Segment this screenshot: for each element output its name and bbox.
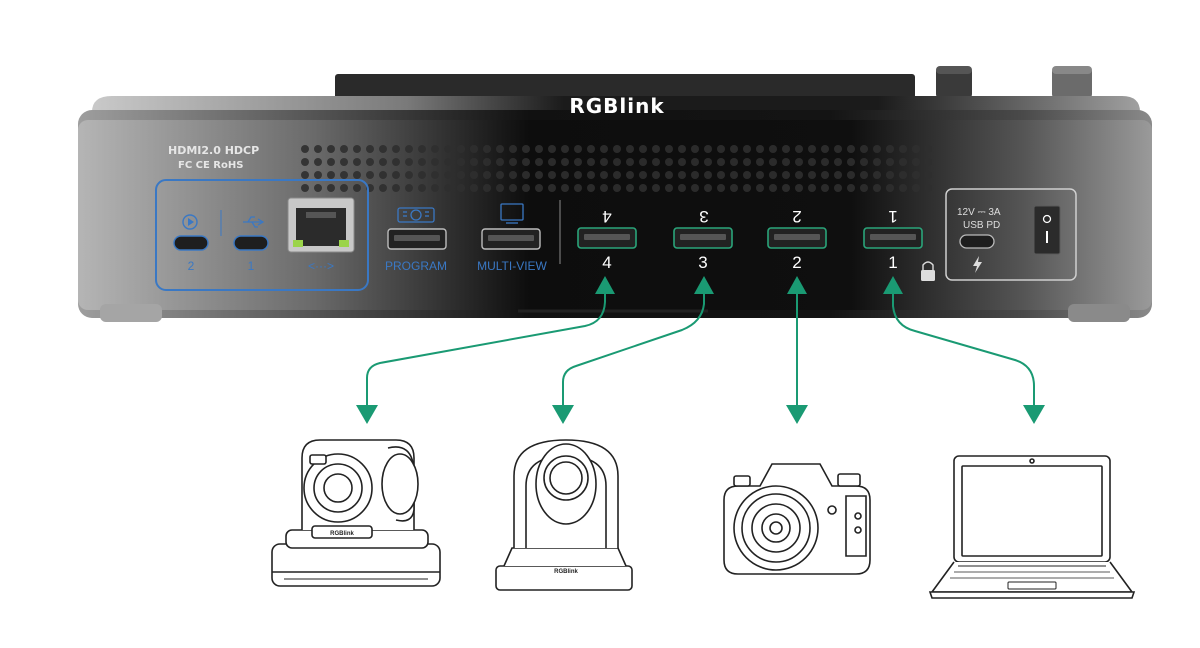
usb-c-port-2-label: 2	[188, 259, 195, 273]
usb-c-port-1-label: 1	[248, 259, 255, 273]
device-knob-right	[1052, 66, 1092, 100]
connection-arrows	[366, 292, 1035, 408]
arrow-ptz-b-to-input-3	[562, 292, 705, 408]
arrowhead-ptz-a	[356, 405, 378, 424]
hdmi-input-2-number: 2	[792, 253, 801, 272]
power-spec-voltage: 12V ⎓ 3A	[957, 207, 1001, 218]
ptz-camera-a-badge: RGBlink	[330, 531, 354, 537]
dslr-camera-icon	[723, 463, 871, 575]
ptz-camera-b-icon	[495, 439, 633, 591]
arrow-heads	[356, 276, 1045, 424]
monitor-icon	[500, 203, 524, 224]
cert-hdmi-hdcp: HDMI2.0 HDCP	[168, 144, 259, 157]
multiview-output: MULTI-VIEW	[477, 203, 548, 273]
device-knob-left	[936, 66, 972, 100]
arrow-laptop-to-input-1	[892, 292, 1035, 408]
hdmi-input-3: 3 3	[673, 207, 733, 272]
ethernet-port-label: <···>	[308, 259, 334, 273]
device-foot-left	[100, 304, 162, 322]
arrow-ptz-a-to-input-4	[366, 292, 606, 408]
multiview-label: MULTI-VIEW	[477, 259, 547, 273]
hdmi-input-4: 4 4	[577, 207, 637, 272]
arrowhead-input-1	[883, 276, 903, 294]
power-usb-c-port[interactable]	[959, 234, 995, 249]
ethernet-port[interactable]	[287, 197, 355, 253]
power-spec-usb-pd: USB PD	[963, 220, 1000, 231]
power-switch[interactable]	[1033, 205, 1061, 255]
hdmi-input-4-number: 4	[602, 253, 611, 272]
hdmi-input-3-mirror-number: 3	[699, 207, 708, 226]
hdmi-input-2: 2 2	[767, 207, 827, 272]
ptz-camera-a-icon	[271, 439, 441, 587]
projector-icon	[397, 207, 435, 223]
program-output: PROGRAM	[385, 207, 447, 273]
power-bolt-icon	[973, 256, 982, 273]
brand-logo: RGBlink	[569, 94, 664, 118]
hdmi-input-2-mirror-number: 2	[792, 207, 801, 226]
ptz-camera-b-badge: RGBlink	[554, 569, 578, 575]
play-icon	[182, 214, 198, 230]
cert-fc-ce-rohs: FC CE RoHS	[178, 160, 243, 171]
arrowhead-input-4	[595, 276, 615, 294]
hdmi-input-1: 1 1	[863, 207, 923, 272]
program-label: PROGRAM	[385, 259, 447, 273]
hdmi-input-1-number: 1	[888, 253, 897, 272]
kensington-lock-icon	[921, 261, 935, 281]
usb-c-port-1[interactable]	[233, 235, 269, 251]
switcher-device: RGBlink HDMI2.0 HDCP FC CE RoHS 2	[78, 66, 1152, 322]
hdmi-input-4-mirror-number: 4	[602, 207, 611, 226]
device-top-tray	[335, 74, 915, 100]
device-foot-right	[1068, 304, 1130, 322]
ventilation-grille	[298, 140, 932, 192]
arrowhead-input-2	[787, 276, 807, 294]
arrowhead-laptop	[1023, 405, 1045, 424]
arrowhead-ptz-b	[552, 405, 574, 424]
hdmi-input-3-number: 3	[698, 253, 707, 272]
power-panel: 12V ⎓ 3A USB PD	[945, 188, 1077, 281]
arrowhead-dslr	[786, 405, 808, 424]
arrowhead-input-3	[694, 276, 714, 294]
usb-icon	[243, 216, 265, 228]
left-port-panel: 2 1 <···>	[155, 179, 369, 291]
laptop-icon	[928, 455, 1136, 599]
hdmi-input-1-mirror-number: 1	[888, 207, 897, 226]
usb-c-port-2[interactable]	[173, 235, 209, 251]
